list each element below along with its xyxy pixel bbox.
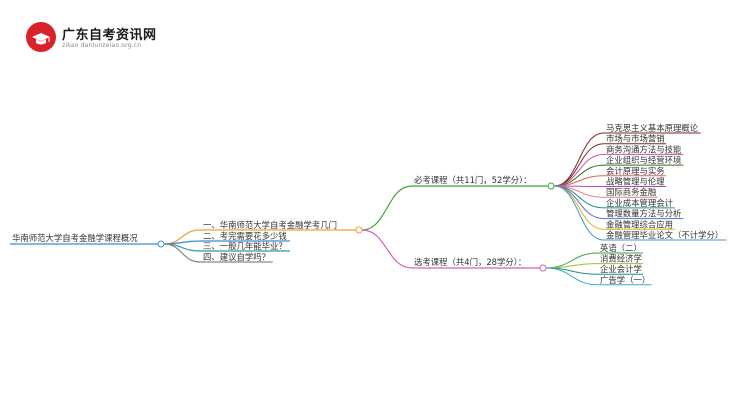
leaf-label-1-3: 商务沟通方法与技能	[606, 144, 682, 154]
branch-label-4: 四、建议自学吗？	[203, 252, 270, 262]
leaf-label-1-8: 企业成本管理会计	[606, 198, 674, 208]
branch-link-2	[163, 240, 201, 245]
root-node-connector	[157, 240, 165, 248]
logo-badge	[26, 22, 56, 52]
leaf-label-1-11: 金融管理毕业论文（不计学分）	[606, 230, 723, 240]
branch-label-3: 三、一般几年能毕业？	[203, 241, 287, 251]
branch-1-connector	[355, 226, 363, 234]
branch-link-4	[163, 243, 201, 263]
group-connector-2	[539, 264, 547, 272]
site-logo[interactable]: 广东自考资讯网 zikao danlunzeiao.org.cn	[26, 18, 156, 58]
leaf-label-1-7: 国际商务金融	[606, 187, 657, 197]
branch-label-1: 一、华南师范大学自考金融学考几门	[203, 220, 337, 230]
group-link-2	[361, 229, 413, 269]
leaf-label-1-6: 战略管理与伦理	[606, 177, 665, 187]
leaf-label-2-1: 英语（二）	[600, 243, 642, 253]
branch-label-2: 二、考完需要花多少钱	[203, 231, 287, 241]
leaf-link-1-2	[553, 143, 605, 187]
group-connector-1	[547, 182, 555, 190]
group-link-1	[361, 185, 413, 231]
group-label-2: 选考课程（共4门，28学分）：	[414, 257, 526, 267]
leaf-link-1-1	[553, 132, 605, 187]
leaf-label-1-10: 金融管理综合应用	[606, 219, 673, 229]
site-domain: zikao danlunzeiao.org.cn	[62, 42, 142, 49]
group-label-1: 必考课程（共11门，52学分）：	[414, 175, 532, 185]
leaf-label-1-9: 管理数量方法与分析	[606, 209, 681, 219]
leaf-link-1-11	[553, 185, 605, 241]
leaf-label-2-3: 企业会计学	[600, 264, 642, 274]
leaf-label-1-4: 企业组织与经营环境	[606, 155, 681, 165]
leaf-label-1-1: 马克思主义基本原理概论	[606, 123, 699, 133]
leaf-link-2-2	[545, 263, 599, 269]
leaf-label-2-4: 广告学（一）	[600, 275, 650, 285]
leaf-link-1-10	[553, 185, 605, 230]
graduation-cap-icon	[32, 33, 50, 45]
site-name: 广东自考资讯网	[62, 28, 157, 43]
leaf-link-1-4	[553, 164, 605, 187]
leaf-label-1-5: 会计原理与实务	[606, 166, 665, 176]
leaf-link-2-4	[545, 267, 599, 286]
root-node-label: 华南师范大学自考金融学课程概况	[12, 233, 138, 243]
leaf-label-1-2: 市场与市场营销	[606, 134, 665, 144]
leaf-label-2-2: 消费经济学	[600, 254, 642, 264]
